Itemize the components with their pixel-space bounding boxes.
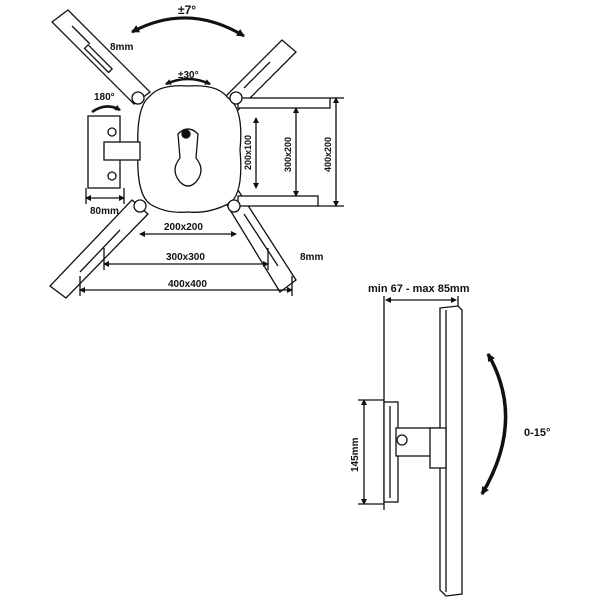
tilt-label: ±7° — [178, 3, 196, 17]
rotate-label: 180° — [94, 92, 115, 103]
keyhole-slot — [174, 128, 202, 187]
tilt-arc — [131, 16, 245, 38]
swivel-arc — [165, 77, 211, 86]
arm-top-left — [51, 9, 151, 105]
swivel-label: ±30° — [178, 70, 199, 81]
plate-width-label: 80mm — [90, 206, 119, 217]
side-tilt-label: 0-15° — [524, 427, 550, 439]
extension-bar-top — [237, 97, 331, 109]
side-tilt-arc — [480, 353, 508, 495]
vesa-400x200-label: 400x200 — [323, 137, 333, 172]
depth-label: min 67 - max 85mm — [368, 283, 470, 295]
rotate-arc — [91, 104, 121, 114]
extension-bar-bottom — [237, 195, 319, 207]
front-view — [49, 9, 344, 299]
height-label: 145mm — [350, 437, 361, 472]
vesa-200x100-label: 200x100 — [243, 135, 253, 170]
vesa-300x200-label: 300x200 — [283, 137, 293, 172]
side-view — [358, 296, 508, 597]
vesa-200x200-label: 200x200 — [164, 222, 203, 233]
vesa-300x300-label: 300x300 — [166, 252, 205, 263]
arm-width-bottom-label: 8mm — [300, 252, 323, 263]
arm-width-top-label: 8mm — [110, 42, 133, 53]
vesa-400x400-label: 400x400 — [168, 279, 207, 290]
